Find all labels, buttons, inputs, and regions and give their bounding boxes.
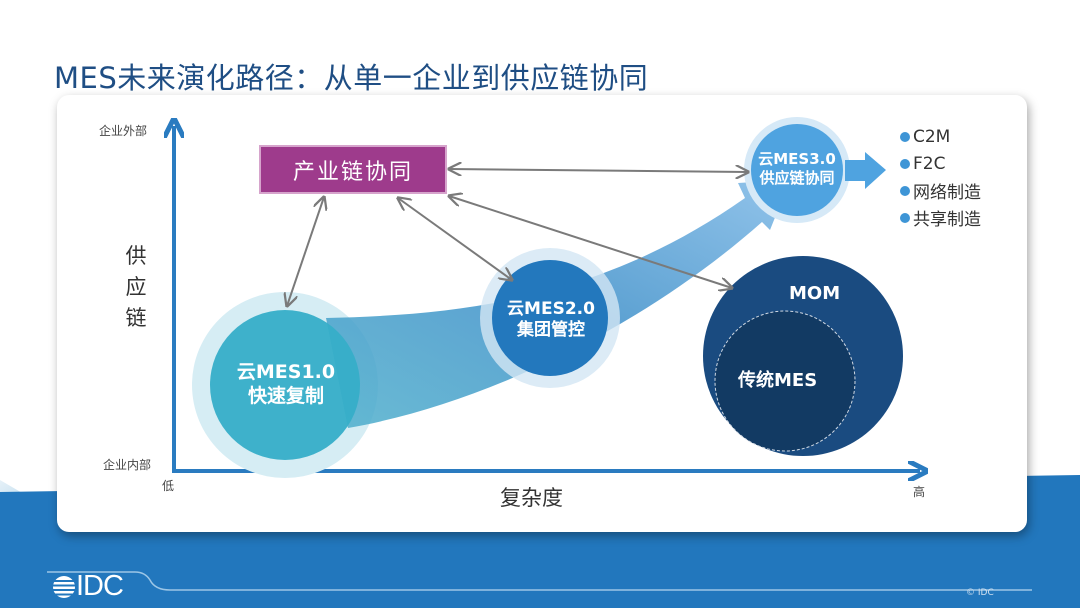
mes1-circle: [210, 310, 360, 460]
mes3-features-list: C2M F2C 网络制造 共享制造: [900, 123, 981, 231]
y-axis-title-char: 应: [125, 275, 147, 299]
feature-item: 共享制造: [900, 204, 981, 231]
idc-globe-icon: [52, 575, 76, 598]
traditional-mes-label: 传统MES: [738, 370, 818, 391]
feature-text: C2M: [913, 126, 951, 147]
mes1-description: 快速复制: [247, 384, 324, 407]
mes2-version: 云MES2.0: [507, 299, 595, 319]
x-axis-low-label: 低: [162, 479, 175, 493]
bullet-dot-icon: [900, 158, 910, 169]
connector-chain-mes3: [449, 169, 748, 172]
industry-chain-box: 产业链协同: [259, 145, 447, 194]
bullet-dot-icon: [900, 131, 910, 142]
mes3-label: 云MES3.0 供应链协同: [752, 150, 842, 188]
page-title: MES未来演化路径：从单一企业到供应链协同: [54, 61, 649, 96]
mes2-label: 云MES2.0 集团管控: [506, 299, 596, 342]
y-axis-top-label: 企业外部: [99, 124, 148, 138]
mes3-description: 供应链协同: [759, 168, 835, 187]
feature-item: C2M: [900, 123, 981, 150]
connector-chain-mes1: [287, 197, 324, 306]
feature-item: F2C: [900, 150, 981, 177]
feature-text: 网络制造: [913, 183, 981, 203]
copyright: © IDC: [966, 588, 994, 598]
connector-chain-mom: [449, 196, 732, 288]
y-axis-title-char: 供: [125, 244, 147, 268]
y-axis-title: 供 应 链: [124, 241, 148, 334]
feature-text: F2C: [913, 153, 946, 174]
mes1-label: 云MES1.0 快速复制: [236, 361, 336, 409]
feature-item: 网络制造: [900, 177, 981, 204]
y-axis-bottom-label: 企业内部: [103, 458, 152, 472]
y-axis-title-char: 链: [125, 306, 147, 330]
mes1-version: 云MES1.0: [236, 361, 336, 383]
feature-text: 共享制造: [913, 210, 981, 230]
idc-logo-text: IDC: [76, 570, 124, 602]
bullet-dot-icon: [900, 212, 910, 223]
mom-label: MOM: [789, 283, 841, 304]
x-axis-title: 复杂度: [500, 486, 563, 510]
x-axis-high-label: 高: [913, 485, 926, 499]
mes3-circle: [751, 124, 843, 216]
mes2-description: 集团管控: [517, 320, 585, 341]
bullet-dot-icon: [900, 185, 910, 196]
traditional-mes-circle: [714, 310, 856, 452]
mes3-version: 云MES3.0: [758, 150, 836, 168]
idc-logo: IDC: [52, 570, 124, 603]
mes3-output-arrow: [845, 152, 886, 189]
